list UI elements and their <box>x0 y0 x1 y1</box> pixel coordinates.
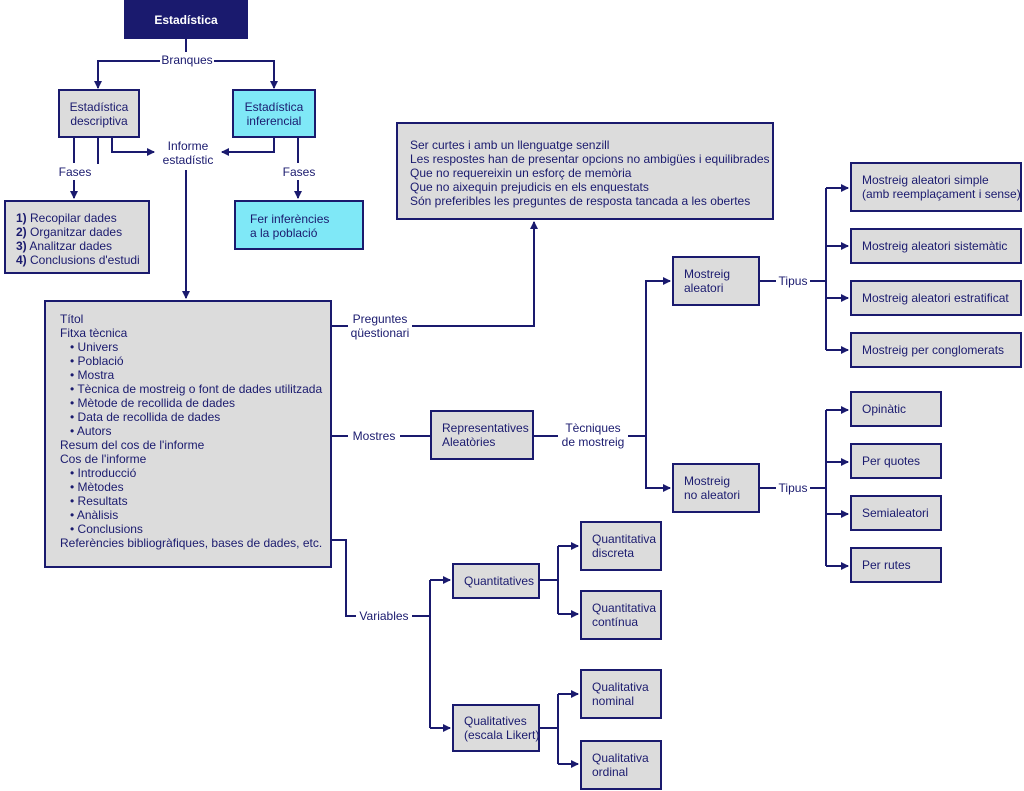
node-mostreig-no-aleatori: Mostreig no aleatori <box>672 463 760 513</box>
node-quantitatives: Quantitatives <box>452 563 540 599</box>
node-qual-nominal: Qualitativa nominal <box>580 669 662 719</box>
node-preguntes-criteria: Ser curtes i amb un llenguatge senzill L… <box>396 122 774 220</box>
step-3: 3) Analitzar dades <box>16 239 113 253</box>
fases-right-label: Fases <box>282 165 316 179</box>
node-semialeatori: Semialeatori <box>850 495 942 531</box>
informe-label: Informe estadístic <box>156 139 220 167</box>
node-conglomerats: Mostreig per conglomerats <box>850 332 1022 368</box>
fases-left-label: Fases <box>58 165 92 179</box>
node-quant-discreta: Quantitativa discreta <box>580 521 662 571</box>
node-aleatori-simple: Mostreig aleatori simple (amb reemplaçam… <box>850 162 1022 212</box>
node-fases-steps: 1) Recopilar dades 2) Organitzar dades 3… <box>4 200 150 274</box>
mostres-label: Mostres <box>348 429 400 443</box>
step-2: 2) Organitzar dades <box>16 225 123 239</box>
root-title: Estadística <box>154 12 218 27</box>
tipus-top-label: Tipus <box>776 274 810 288</box>
node-mostreig-aleatori: Mostreig aleatori <box>672 256 760 306</box>
node-qualitatives: Qualitatives (escala Likert) <box>452 704 540 752</box>
preguntes-label: Preguntes qüestionari <box>348 312 412 340</box>
node-inferencial: Estadística inferencial <box>232 89 316 138</box>
tecniques-label: Tècniques de mostreig <box>558 421 628 449</box>
node-descriptiva: Estadística descriptiva <box>58 89 140 138</box>
variables-label: Variables <box>356 609 412 623</box>
step-4: 4) Conclusions d'estudi <box>16 253 140 267</box>
node-quant-continua: Quantitativa contínua <box>580 590 662 640</box>
node-aleatori-sistematic: Mostreig aleatori sistemàtic <box>850 228 1022 264</box>
tipus-bottom-label: Tipus <box>776 481 810 495</box>
node-aleatori-estratificat: Mostreig aleatori estratificat <box>850 280 1022 316</box>
branques-label: Branques <box>160 53 214 67</box>
node-inferencies: Fer inferències a la població <box>234 200 364 250</box>
node-qual-ordinal: Qualitativa ordinal <box>580 740 662 790</box>
node-informe-contents: Títol Fitxa tècnica Univers Població Mos… <box>44 300 332 568</box>
node-opinatic: Opinàtic <box>850 391 942 427</box>
root-node: Estadística <box>124 0 248 39</box>
step-1: 1) Recopilar dades <box>16 211 117 225</box>
node-per-quotes: Per quotes <box>850 443 942 479</box>
node-per-rutes: Per rutes <box>850 547 942 583</box>
node-representatives: Representatives Aleatòries <box>430 410 534 460</box>
